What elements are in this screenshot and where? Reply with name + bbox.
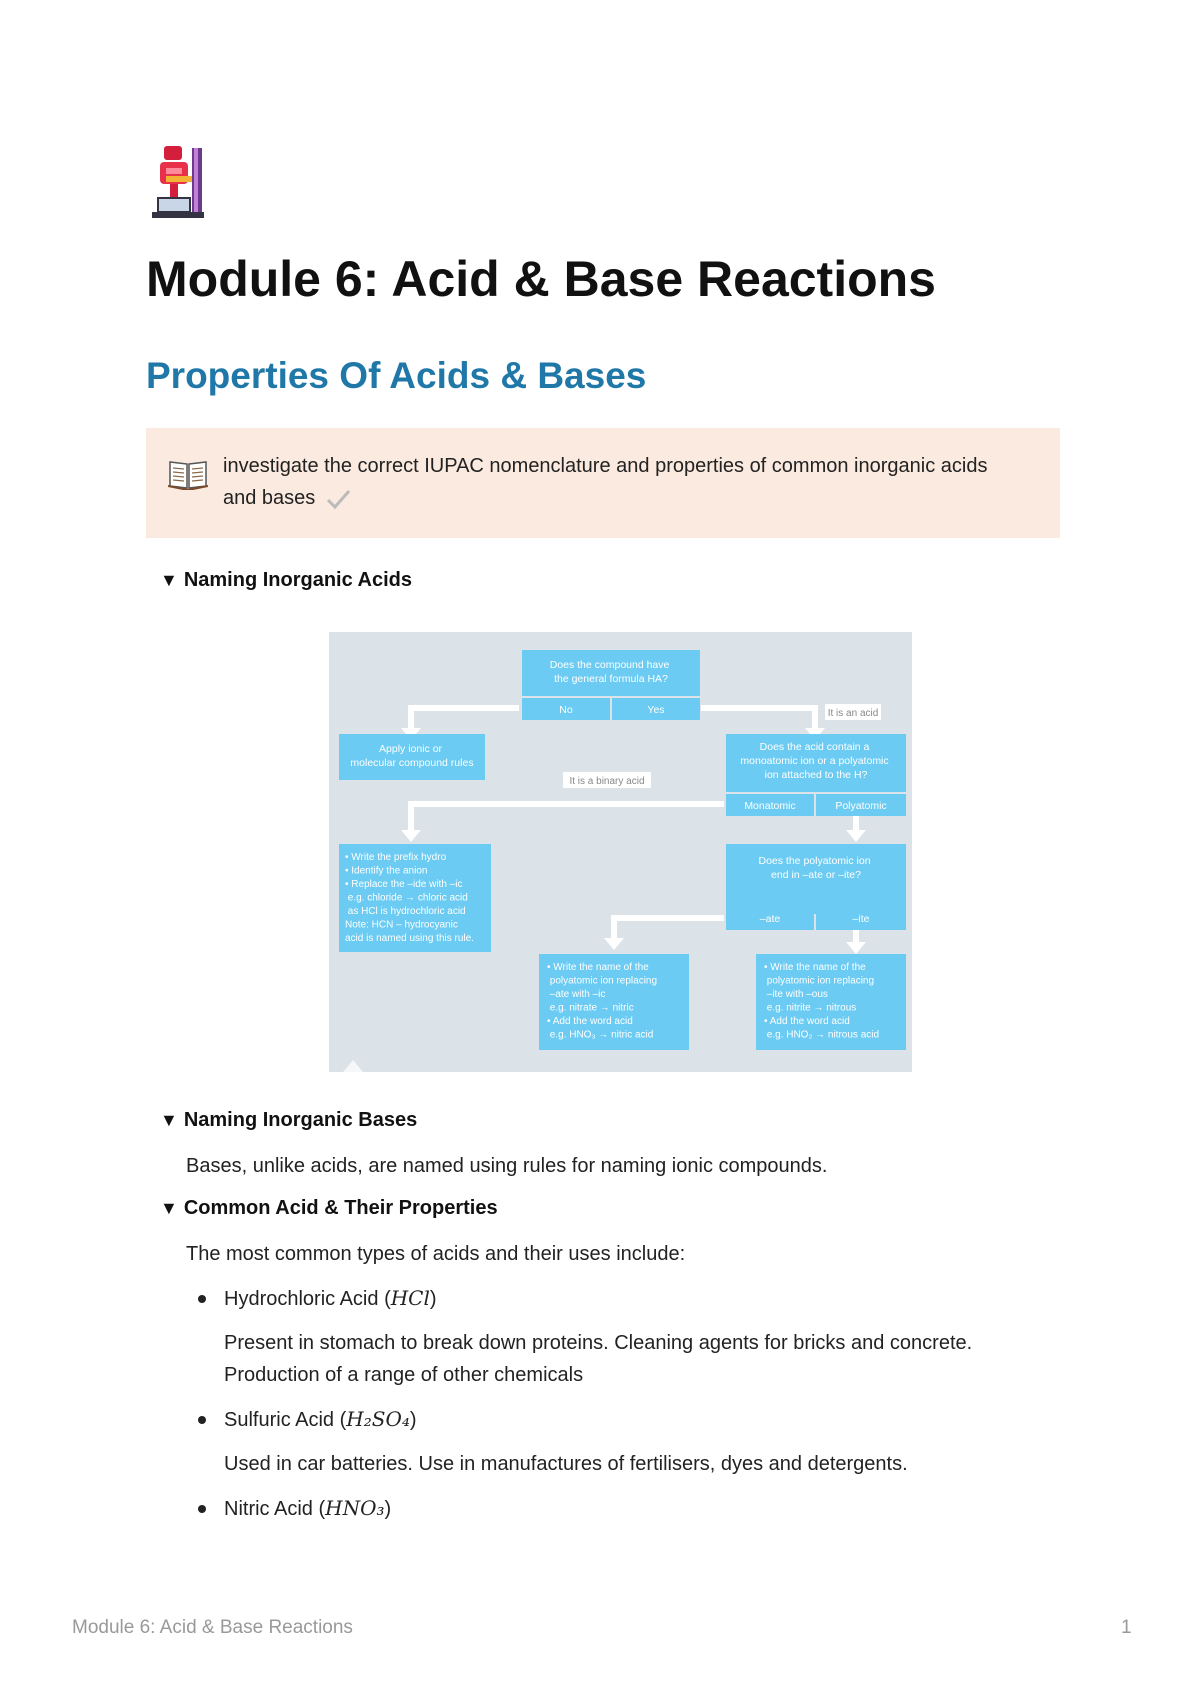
flow-box-q3	[726, 844, 906, 914]
flow-rule-line: –ite with –ous	[764, 989, 828, 1000]
flow-no: No	[559, 704, 573, 716]
flow-corner-mark	[343, 1060, 363, 1072]
bases-paragraph: Bases, unlike acids, are named using rul…	[186, 1155, 828, 1177]
flow-box-apply	[339, 734, 485, 780]
flowchart-diagram: Does the compound have the general formu…	[339, 650, 906, 1072]
flow-ite-rules: • Write the name of the polyatomic ion r…	[764, 962, 879, 1041]
toggle-triangle-icon[interactable]: ▼	[160, 1110, 178, 1130]
flow-box-q2	[726, 734, 906, 792]
flow-q3-text: Does the polyatomic ion end in –ate or –…	[759, 855, 874, 881]
flow-rule-line: • Add the word acid	[764, 1016, 850, 1027]
flow-rule-line: e.g. HNO₂ → nitrous acid	[764, 1030, 879, 1041]
callout-box: investigate the correct IUPAC nomenclatu…	[146, 428, 1060, 538]
list-item: Nitric Acid (HNO₃)	[186, 1492, 1046, 1525]
flow-tag-binary: It is a binary acid	[569, 776, 644, 787]
bullet-icon	[198, 1295, 206, 1303]
toggle-label: Naming Inorganic Bases	[183, 1109, 418, 1131]
flow-box-binary-rules	[339, 844, 491, 952]
flow-box-q1	[522, 650, 700, 696]
flow-rule-line: –ate with –ic	[547, 989, 605, 1000]
acid-description: Present in stomach to break down protein…	[224, 1332, 973, 1386]
list-item: Sulfuric Acid (H₂SO₄) Used in car batter…	[186, 1403, 1046, 1480]
flow-rule-line: • Write the name of the	[547, 962, 649, 973]
acid-formula: H₂SO₄	[346, 1407, 410, 1431]
flow-box-yes	[612, 698, 700, 720]
flow-box-polyatomic	[816, 794, 906, 816]
flow-monatomic: Monatomic	[744, 800, 795, 812]
acid-name: Hydrochloric Acid	[224, 1288, 379, 1310]
toggle-triangle-icon[interactable]: ▼	[160, 1198, 178, 1218]
bullet-icon	[198, 1505, 206, 1513]
footer-page-number: 1	[1121, 1617, 1132, 1638]
acids-intro-paragraph: The most common types of acids and their…	[186, 1243, 686, 1265]
toggle-naming-acids[interactable]: ▼Naming Inorganic Acids	[160, 569, 412, 592]
flow-rule-line: e.g. chloride → chloric acid	[345, 893, 468, 904]
flow-rule-line: polyatomic ion replacing	[547, 976, 657, 987]
flow-rule-line: e.g. nitrate → nitric	[547, 1003, 634, 1014]
flow-box-ite-rules	[756, 954, 906, 1050]
flow-rule-line: as HCl is hydrochloric acid	[345, 906, 466, 917]
flow-box-ite	[816, 906, 906, 930]
flow-rule-line: • Add the word acid	[547, 1016, 633, 1027]
flow-tag-binary-bg	[563, 772, 651, 788]
acid-formula: HCl	[390, 1286, 430, 1310]
flow-yes: Yes	[647, 704, 664, 716]
flow-rule-line: e.g. HNO₃ → nitric acid	[547, 1030, 653, 1041]
toggle-triangle-icon[interactable]: ▼	[160, 570, 178, 590]
flow-box-ate	[726, 906, 814, 930]
flow-polyatomic: Polyatomic	[835, 800, 886, 812]
flowchart-image: Does the compound have the general formu…	[329, 632, 912, 1072]
footer-title: Module 6: Acid & Base Reactions	[72, 1617, 353, 1638]
toggle-label: Common Acid & Their Properties	[183, 1197, 498, 1219]
bullet-icon	[198, 1416, 206, 1424]
flow-box-ate-rules	[539, 954, 689, 1050]
toggle-label: Naming Inorganic Acids	[183, 569, 413, 591]
flow-ite: –ite	[853, 913, 870, 925]
flow-rule-line: • Identify the anion	[345, 866, 427, 877]
chemistry-lab-icon	[152, 146, 204, 218]
section-heading: Properties Of Acids & Bases	[146, 355, 647, 396]
flow-rule-line: • Write the prefix hydro	[345, 852, 447, 863]
flow-rule-line: e.g. nitrite → nitrous	[764, 1003, 856, 1014]
toggle-naming-bases[interactable]: ▼Naming Inorganic Bases	[160, 1109, 417, 1132]
flowchart-arrows	[408, 705, 859, 944]
flow-apply-text: Apply ionic or molecular compound rules	[350, 743, 473, 769]
acid-formula: HNO₃	[325, 1496, 385, 1520]
flow-tag-acid-bg	[825, 704, 881, 720]
flow-ate: –ate	[760, 913, 781, 925]
flow-box-monatomic	[726, 794, 814, 816]
flow-q2-text: Does the acid contain a monoatomic ion o…	[740, 741, 891, 781]
acid-name: Nitric Acid	[224, 1498, 313, 1520]
list-item: Hydrochloric Acid (HCl) Present in stoma…	[186, 1282, 1046, 1391]
flow-box-no	[522, 698, 610, 720]
toggle-common-acids[interactable]: ▼Common Acid & Their Properties	[160, 1197, 498, 1220]
flow-tag-acid: It is an acid	[828, 708, 879, 719]
flowchart-arrowheads	[401, 728, 866, 954]
flow-binary-rules: • Write the prefix hydro • Identify the a…	[345, 852, 474, 944]
flow-rule-line: Note: HCN – hydrocyanic	[345, 920, 458, 931]
flow-rule-line: acid is named using this rule.	[345, 933, 474, 944]
acid-name: Sulfuric Acid	[224, 1409, 335, 1431]
flow-q1-text: Does the compound have the general formu…	[550, 659, 673, 685]
acid-list: Hydrochloric Acid (HCl) Present in stoma…	[186, 1282, 1046, 1525]
flow-rule-line: • Replace the –ide with –ic	[345, 879, 462, 890]
flow-rule-line: polyatomic ion replacing	[764, 976, 874, 987]
check-mark-icon	[326, 489, 350, 509]
callout-text: investigate the correct IUPAC nomenclatu…	[223, 455, 988, 509]
page-title: Module 6: Acid & Base Reactions	[146, 251, 936, 307]
flow-ate-rules: • Write the name of the polyatomic ion r…	[547, 962, 657, 1041]
acid-description: Used in car batteries. Use in manufactur…	[224, 1453, 908, 1475]
flow-rule-line: • Write the name of the	[764, 962, 866, 973]
open-book-icon	[168, 461, 208, 490]
